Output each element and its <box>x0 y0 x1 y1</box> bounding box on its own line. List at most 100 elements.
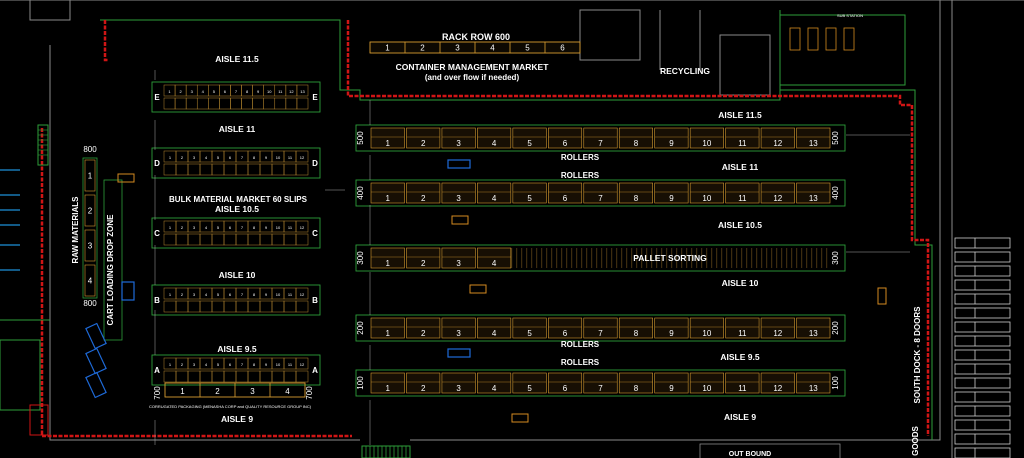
raw-rack-code-bottom: 800 <box>83 299 97 308</box>
left-rack-slot-lower <box>230 97 242 110</box>
dock-bay <box>954 335 1011 347</box>
left-rack-slot-lower <box>259 370 273 383</box>
rack-row-slot-label: 1 <box>386 194 391 203</box>
left-rack-slot-label: 10 <box>276 155 281 160</box>
left-rack-slot-lower <box>175 300 189 313</box>
raw-rack-frame <box>82 157 98 299</box>
left-rack-slot-lower <box>187 233 201 246</box>
corrugated-label: CORRUGATED PACKAGING (MENASHA CORP and Q… <box>149 404 312 409</box>
left-rack-slot-lower <box>285 97 298 110</box>
left-rack-slot-lower <box>259 300 273 313</box>
rack-row-slot <box>370 247 405 269</box>
rack-600-slot-label: 3 <box>455 44 460 53</box>
left-rack-slot-lower <box>199 233 213 246</box>
rack-row-slot-label: 11 <box>738 194 747 203</box>
left-rack-slot-lower <box>223 370 237 383</box>
left-aisle-label: AISLE 11.5 <box>215 54 259 64</box>
rack-600-slot-label: 6 <box>560 44 565 53</box>
rack-row-slot-label: 2 <box>421 329 426 338</box>
rack-row-slot-label: 7 <box>598 139 603 148</box>
rack-row-slot <box>406 372 441 394</box>
rack-row-slot <box>583 182 618 204</box>
left-rack-slot-label: 5 <box>217 225 220 230</box>
left-aisle-label: AISLE 9 <box>221 414 253 424</box>
rack-row-code-right: 200 <box>831 321 840 335</box>
rack-row-slot <box>760 317 795 339</box>
bulk-market-label: BULK MATERIAL MARKET 60 SLIPS <box>169 195 308 204</box>
left-rack-slot-lower <box>163 163 177 176</box>
rack-row-slot <box>583 372 618 394</box>
left-rack-slot-label: 9 <box>265 225 268 230</box>
dock-bay <box>954 377 1011 389</box>
left-rack-slot-label: 9 <box>265 292 268 297</box>
rack-row-slot-label: 11 <box>738 384 747 393</box>
left-rack-slot-label: 10 <box>276 292 281 297</box>
left-rack-slot-label: 1 <box>169 292 172 297</box>
rack-row-slot <box>406 317 441 339</box>
left-rack-slot <box>296 84 309 97</box>
rack-row-slot-label: 11 <box>738 139 747 148</box>
left-rack-slot-lower <box>223 300 237 313</box>
left-rack-slot-label: 3 <box>193 362 196 367</box>
rack-row-slot <box>725 317 760 339</box>
rack-row-slot-label: 3 <box>456 329 461 338</box>
raw-rack-slot-label: 4 <box>88 277 93 286</box>
left-rack-slot-lower <box>163 97 176 110</box>
left-rack-slot-label: 5 <box>213 89 216 94</box>
rack-row-slot-label: 4 <box>492 194 497 203</box>
rack-row-slot-label: 5 <box>527 329 532 338</box>
rack-row-slot <box>477 372 512 394</box>
container-market-sublabel: (and over flow if needed) <box>425 73 520 82</box>
outbound-box <box>699 443 841 458</box>
left-rack-slot-lower <box>219 97 231 110</box>
rack-row-slot <box>796 127 831 149</box>
rack-row-code-left: 200 <box>356 321 365 335</box>
rack-row-slot <box>441 182 476 204</box>
rack-row-slot <box>512 317 547 339</box>
rack-row-slot <box>689 182 724 204</box>
rack-row-slot-label: 8 <box>634 384 639 393</box>
ladder-marking-bottom <box>29 404 49 436</box>
rack-row-slot <box>441 372 476 394</box>
left-rack-slot-label: 2 <box>181 225 184 230</box>
left-rack-slot-label: 7 <box>235 89 238 94</box>
rack-row-slot-label: 7 <box>598 329 603 338</box>
rack-row-slot-label: 4 <box>492 384 497 393</box>
left-rack-slot-lower <box>247 233 261 246</box>
raw-materials-label: RAW MATERIALS <box>71 196 80 264</box>
goods-label: D GOODS <box>911 425 920 458</box>
rack-row-code-right: 500 <box>831 131 840 145</box>
rack-row-slot <box>583 317 618 339</box>
left-rack-letter-right: C <box>312 229 318 238</box>
rack-row-slot-label: 13 <box>809 384 818 393</box>
dock-bay <box>954 391 1011 403</box>
rack-row-slot-label: 1 <box>386 259 391 268</box>
rack-row-slot <box>370 372 405 394</box>
rack-row-slot-label: 1 <box>386 139 391 148</box>
rack-row-slot-label: 4 <box>492 329 497 338</box>
rack-row-slot <box>689 317 724 339</box>
recycling-label: RECYCLING <box>660 66 710 76</box>
dock-bay <box>954 363 1011 375</box>
rack-row-slot-label: 12 <box>773 384 782 393</box>
rollers-label: ROLLERS <box>561 153 600 162</box>
rack-row-slot <box>760 182 795 204</box>
left-rack-slot-lower <box>163 370 177 383</box>
dock-bay <box>954 293 1011 305</box>
left-rack-slot-label: 11 <box>288 155 293 160</box>
rack-row-slot <box>441 247 476 269</box>
left-rack-slot-label: 4 <box>205 225 208 230</box>
rack-row-slot-label: 2 <box>421 384 426 393</box>
rack-row-slot-label: 10 <box>702 329 711 338</box>
rack-row-slot <box>477 317 512 339</box>
rack-row-slot-label: 8 <box>634 329 639 338</box>
left-rack-letter-right: A <box>312 366 318 375</box>
left-rack-slot-lower <box>295 300 309 313</box>
